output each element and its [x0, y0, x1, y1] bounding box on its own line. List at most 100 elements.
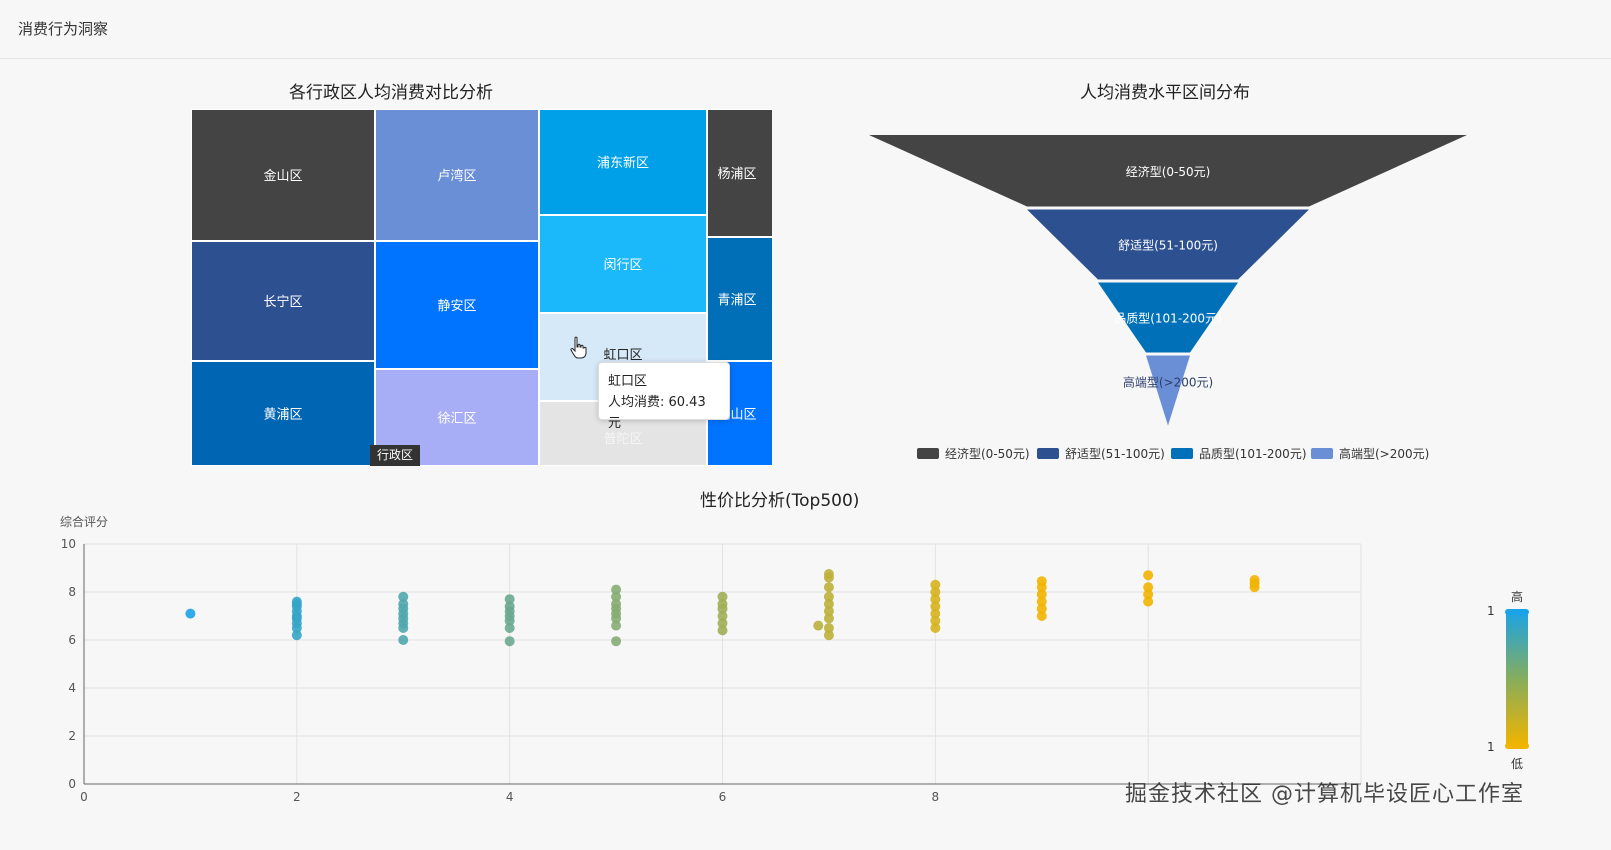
treemap-label: 青浦区 [717, 293, 756, 308]
treemap-cell[interactable] [191, 240, 376, 362]
scatter-point[interactable] [291, 596, 302, 607]
tooltip-value: 人均消费: 60.43 元 [608, 395, 706, 431]
treemap-title: 各行政区人均消费对比分析 [289, 83, 493, 103]
funnel-segment[interactable] [1027, 209, 1309, 280]
scatter-point[interactable] [930, 587, 941, 597]
scatter-point[interactable] [930, 608, 941, 619]
x-tick-label: 2 [293, 790, 301, 804]
scatter-point[interactable] [1249, 575, 1260, 585]
scatter-point[interactable] [611, 599, 622, 609]
scatter-point[interactable] [504, 601, 515, 612]
hand-cursor-icon [570, 336, 587, 359]
legend-item[interactable]: 高端型(>200元) [1311, 445, 1429, 462]
scatter-point[interactable] [1143, 596, 1154, 607]
scatter-point[interactable] [717, 611, 728, 621]
treemap-label: 黄浦区 [263, 408, 302, 423]
scatter-point[interactable] [398, 635, 409, 645]
scatter-point[interactable] [1143, 589, 1154, 600]
scatter-point[interactable] [611, 591, 622, 602]
scatter-point[interactable] [930, 615, 941, 626]
scatter-point[interactable] [1036, 576, 1047, 587]
scatter-point[interactable] [504, 594, 515, 605]
scatter-point[interactable] [717, 618, 728, 629]
scatter-point[interactable] [823, 623, 834, 633]
scatter-point[interactable] [1036, 603, 1047, 614]
visualmap-bar[interactable] [1506, 611, 1528, 746]
treemap-label: 闵行区 [603, 258, 642, 273]
funnel-label: 舒适型(51-100元) [1118, 239, 1218, 253]
scatter-point[interactable] [813, 620, 824, 631]
scatter-point[interactable] [823, 599, 834, 609]
scatter-point[interactable] [717, 591, 728, 602]
page-header: 消费行为洞察 [0, 0, 1611, 59]
scatter-title: 性价比分析(Top500) [700, 491, 860, 511]
scatter-point[interactable] [1036, 589, 1047, 600]
treemap-cell[interactable] [374, 109, 540, 242]
scatter-point[interactable] [823, 613, 834, 624]
scatter-point[interactable] [185, 608, 196, 619]
legend-item[interactable]: 品质型(101-200元) [1171, 445, 1307, 462]
funnel-segment[interactable] [1146, 355, 1190, 426]
treemap-label: 静安区 [437, 299, 476, 314]
visualmap-min-value: 1 [1487, 740, 1495, 754]
treemap-tooltip: 虹口区 人均消费: 60.43 元 [598, 362, 730, 431]
scatter-point[interactable] [823, 606, 834, 617]
treemap-label: 杨浦区 [717, 167, 756, 182]
scatter-point[interactable] [1036, 611, 1047, 621]
scatter-point[interactable] [611, 636, 622, 647]
tooltip-title: 虹口区 [608, 374, 648, 389]
visualmap-max-value: 1 [1487, 604, 1495, 618]
treemap-cell[interactable] [374, 240, 540, 370]
y-tick-label: 4 [68, 681, 76, 695]
visualmap[interactable] [1505, 609, 1529, 749]
legend-label: 经济型(0-50元) [945, 447, 1030, 461]
funnel-chart[interactable]: 经济型(0-50元) 舒适型(51-100元) 品质型(101-200元) 高端型(>… [869, 135, 1467, 426]
treemap-label: 金山区 [263, 168, 302, 184]
treemap-breadcrumb[interactable]: 行政区 [370, 445, 421, 466]
scatter-point[interactable] [930, 623, 941, 633]
scatter-point[interactable] [504, 623, 515, 633]
funnel-label: 经济型(0-50元) [1126, 164, 1211, 179]
visualmap-low-label: 低 [1511, 757, 1524, 771]
scatter-point[interactable] [398, 599, 409, 609]
y-tick-label: 8 [68, 585, 76, 599]
treemap-label: 浦东新区 [597, 155, 649, 171]
visualmap-handle-high[interactable] [1505, 609, 1529, 615]
legend-item[interactable]: 经济型(0-50元) [917, 445, 1030, 462]
scatter-point[interactable] [398, 591, 409, 602]
scatter-point[interactable] [717, 625, 728, 636]
y-tick-label: 10 [61, 537, 76, 551]
scatter-point[interactable] [611, 620, 622, 631]
x-tick-label: 8 [932, 790, 940, 804]
x-tick-label: 6 [719, 790, 727, 804]
treemap-cell[interactable] [191, 360, 376, 466]
scatter-point[interactable] [291, 630, 302, 641]
scatter-point[interactable] [930, 601, 941, 612]
funnel-segment[interactable] [1098, 282, 1238, 353]
treemap-label: 卢湾区 [437, 168, 476, 184]
scatter-point[interactable] [823, 591, 834, 602]
scatter-point[interactable] [1036, 596, 1047, 607]
funnel-segment[interactable] [869, 135, 1467, 207]
page-title: 消费行为洞察 [18, 20, 109, 38]
scatter-point[interactable] [611, 584, 622, 595]
scatter-point[interactable] [930, 579, 941, 590]
scatter-point[interactable] [504, 636, 515, 647]
treemap-cell[interactable] [538, 214, 708, 314]
legend-label: 舒适型(51-100元) [1065, 447, 1165, 461]
scatter-point[interactable] [823, 582, 834, 593]
funnel-label: 高端型(>200元) [1123, 375, 1213, 390]
funnel-label: 品质型(101-200元) [1114, 312, 1222, 326]
legend-item[interactable]: 舒适型(51-100元) [1037, 445, 1165, 462]
legend-swatch [917, 448, 939, 459]
scatter-point[interactable] [823, 630, 834, 641]
legend-swatch [1037, 448, 1059, 459]
y-tick-label: 0 [68, 777, 76, 791]
scatter-point[interactable] [1143, 570, 1154, 581]
scatter-point[interactable] [1143, 582, 1154, 593]
scatter-point[interactable] [717, 599, 728, 609]
scatter-point[interactable] [823, 569, 834, 579]
visualmap-handle-low[interactable] [1505, 743, 1529, 749]
scatter-point[interactable] [930, 594, 941, 605]
